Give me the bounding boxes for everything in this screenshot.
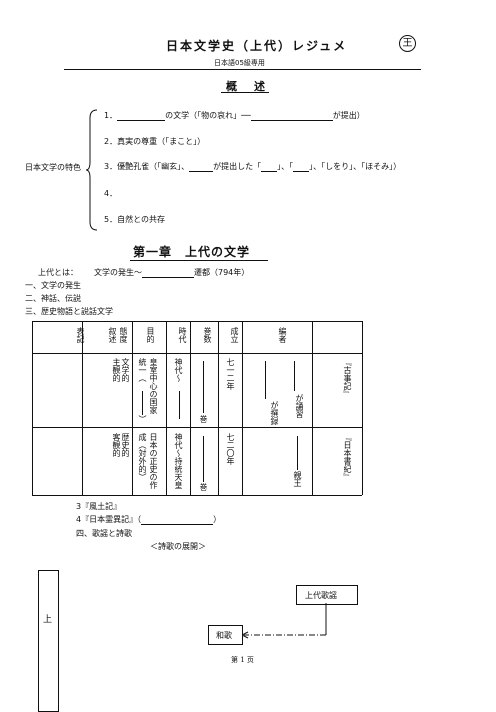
header-purpose: 目的	[146, 327, 155, 343]
row1-editor-2: が誦習	[295, 394, 304, 418]
row2-volumes-blank	[203, 436, 204, 482]
blank-3c	[293, 163, 310, 172]
row1-editor-blank-1	[265, 361, 266, 399]
kodai-kayo-box: 上代歌謡	[296, 585, 358, 605]
table-line-top	[32, 321, 362, 322]
overview-item-1: 1．の文学（「物の哀れ」──が提出）	[104, 111, 365, 121]
row1-editor-blank-2	[294, 361, 295, 391]
table-line-c7	[312, 321, 313, 495]
header-notation: 表記	[76, 327, 85, 343]
kodai-kayo-label: 上代歌謡	[305, 591, 337, 600]
row2-title: 『日本書紀』	[343, 433, 352, 481]
era-column-label: 上	[43, 615, 53, 625]
row1-purpose-a: 統一（	[138, 358, 147, 382]
chapter-intro: 上代とは：文学の発生～遷都（794年）	[38, 268, 250, 278]
header-established: 成立	[230, 327, 239, 343]
table-line-bottom	[32, 495, 362, 496]
table-line-c3	[166, 321, 167, 495]
overview-item-5: 5．自然との共存	[104, 215, 166, 224]
header-narration: 叙述	[108, 327, 117, 343]
row2-editor: 親王	[293, 471, 302, 487]
table-line-header	[32, 353, 362, 354]
diagram-title: ＜詩歌の展開＞	[150, 542, 206, 551]
row1-editor-1: が撰録	[270, 401, 279, 425]
chapter-heading: 第一章 上代の文学	[133, 243, 250, 260]
row2-narration: 歴史的	[121, 433, 130, 457]
blank-1b	[250, 112, 333, 121]
row2-attitude: 客観的	[112, 433, 121, 457]
row1-title: 『古事記』	[343, 358, 352, 398]
header-editor: 編者	[278, 327, 287, 343]
waka-box: 和歌	[208, 625, 243, 645]
row2-purpose-a: 成（対外的）	[138, 433, 147, 481]
table-line-c1	[82, 321, 83, 495]
history-table: 表記 態度 叙述 目的 時代 巻数 成立 編者 主観的 文学的 統一（ ） 皇室…	[32, 321, 363, 496]
page-number: 第 1 页	[231, 656, 254, 664]
row1-volumes: 巻	[199, 415, 208, 423]
row1-purpose-blank	[142, 391, 143, 415]
blank-ryoiki	[141, 516, 214, 525]
item-fudoki: 3『風土記』	[76, 502, 122, 511]
table-line-row	[32, 427, 362, 428]
row1-era-blank	[179, 391, 180, 419]
chapter-heading-underline	[130, 260, 268, 261]
row1-narration: 文学的	[121, 358, 130, 382]
table-line-left	[32, 321, 33, 495]
table-line-c5	[218, 321, 219, 495]
overview-brace	[85, 109, 98, 231]
row2-established: 七二〇年	[226, 433, 235, 465]
era-column-box: 上	[38, 570, 59, 712]
table-line-c2	[132, 321, 133, 495]
waka-label: 和歌	[216, 631, 232, 640]
row2-editor-blank	[297, 436, 298, 470]
document-title: 日本文学史（上代）レジュメ	[166, 39, 348, 53]
row1-established: 七一二年	[226, 358, 235, 390]
blank-1a	[117, 112, 166, 121]
overview-heading-text: 概 述	[226, 80, 268, 93]
header-rule	[64, 69, 421, 70]
title-badge: 王	[399, 35, 416, 52]
row1-era: 神代～	[174, 358, 183, 382]
section-1: 一、文学の発生	[25, 281, 81, 290]
document-subtitle: 日本語05級専用	[214, 59, 265, 67]
table-line-c4	[190, 321, 191, 495]
title-badge-label: 王	[402, 38, 413, 49]
overview-side-label: 日本文学の特色	[25, 163, 81, 172]
row2-volumes: 巻	[199, 483, 208, 491]
table-line-right	[362, 321, 363, 495]
section-2: 二、神話、伝説	[25, 294, 81, 303]
section-3: 三、歴史物語と説話文学	[25, 307, 113, 316]
overview-item-3: 3．優艶孔雀（「幽玄」、が提出した「」、「」、「しをり」、「ほそみ」）	[104, 162, 402, 172]
blank-3a	[189, 163, 214, 172]
table-line-c6	[242, 321, 243, 495]
blank-3b	[261, 163, 278, 172]
blank-capital	[142, 269, 194, 278]
header-volumes: 巻数	[203, 327, 212, 343]
row1-attitude: 主観的	[112, 358, 121, 382]
overview-heading: 概 述	[226, 78, 268, 94]
row2-era: 神代～持統天皇	[174, 433, 183, 489]
header-era: 時代	[178, 327, 187, 343]
overview-heading-underline	[221, 92, 269, 93]
header-attitude: 態度	[119, 327, 128, 343]
chapter-heading-text: 第一章 上代の文学	[133, 245, 251, 259]
section-4: 四、歌謡と詩歌	[76, 529, 132, 538]
diagram-connector	[240, 603, 327, 639]
row1-volumes-blank	[203, 361, 204, 413]
overview-item-4: 4．	[104, 189, 118, 198]
row2-purpose-b: 日本の正史の作	[149, 433, 158, 489]
row1-purpose-paren: ）	[138, 415, 147, 423]
row1-purpose-b: 皇室中心の国家	[149, 358, 158, 414]
overview-item-2: 2．真実の尊重（「まこと」）	[104, 137, 206, 146]
item-ryoiki: 4『日本霊異記』（）	[76, 515, 222, 525]
